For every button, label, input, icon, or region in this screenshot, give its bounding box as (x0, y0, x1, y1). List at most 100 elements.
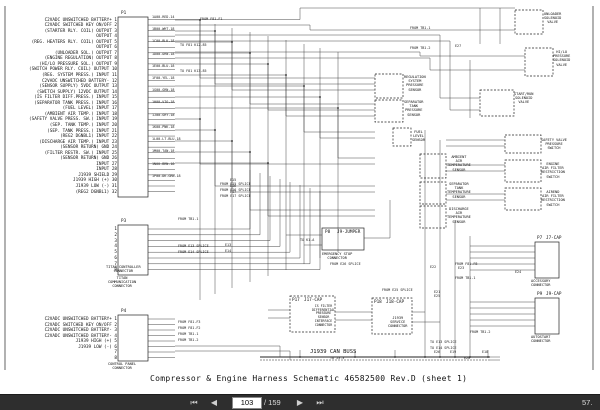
wire-code-label: 1C00-BLK-18 (152, 39, 175, 44)
p1-pin-label: C2VADC UNSWITCHED BATTERY+ 1 (44, 17, 117, 23)
p4-pin-label: 8 (114, 355, 117, 361)
splice-label: E24 (515, 270, 522, 274)
p1-pin-label: (REG. SYSTEM PRESS.) INPUT 11 (41, 73, 117, 78)
from-to-label: FROM F81-F8 (455, 262, 478, 266)
wire-code-label: 1G00-GRN-18 (152, 88, 175, 93)
p1-pin-label: (SWITCH POWER RLY. COIL) OUTPUT 10 (29, 67, 117, 73)
p1-pin-label: (DISCHARGE AIR TEMP.) INPUT 23 (39, 139, 117, 145)
prev-page-icon[interactable]: ◀ (210, 398, 218, 407)
first-page-icon[interactable]: ⏮ (190, 398, 198, 407)
from-to-label: FROM E17 SPLICE (220, 194, 251, 198)
splice-label: E21 (434, 290, 441, 294)
from-to-label: FROM E15 SPLICE (220, 182, 251, 186)
p1-pin-label: (REG2 DGNBL1) INPUT 22 (60, 134, 117, 140)
p3-connector-label: P3 (121, 219, 127, 224)
p1-pin-label: (SAFETY VALVE PRESS. SW.) INPUT 19 (29, 117, 117, 123)
p4-pin-label: C2VADC UNSWITCHED BATTERY+ 1 (44, 317, 117, 322)
from-to-label: FROM TB1-1 (410, 26, 431, 30)
engine-filter-switch-label: ENGINE AIR FILTER RESTRICTION SWITCH (541, 162, 565, 179)
from-to-label: TO K1-A (300, 238, 315, 242)
p4-pin-label: J1939 LOW (-) 6 (78, 344, 117, 350)
wire-code-label: 1A00-RED-14 (152, 15, 175, 19)
sep-tank-temp-sensor-label: SEPARATOR TANK TEMPERATURE SENSOR (447, 182, 471, 199)
p1-pin-label: (SENSOR RETURN) GND 26 (60, 156, 117, 162)
hi-lo-valve-label: HI/LO PRESSURE SOLENOID VALVE (553, 50, 571, 67)
wire-code-label: 1L00-LT.BLU-18 (152, 137, 181, 142)
wire-code-label: 1E00-BLU-18 (152, 63, 175, 68)
splice-label: E20 (464, 356, 471, 360)
control-panel-label: CONTROL PANEL CONNECTOR (108, 362, 137, 371)
wire-code-label: 1N00-BRN-18 (152, 161, 175, 166)
p4-pin-label: 7 (114, 350, 117, 355)
p1-pin-label: (REG2 DGNBL1) 32 (75, 189, 117, 195)
schematic-sheet: P1 P3 TITAN CONTROLLER CONNECTOR TITAN C… (4, 6, 594, 383)
p17-label: P17 (292, 298, 300, 303)
p1-pin-label: (STARTER RLY. COIL) OUTPUT 3 (44, 28, 117, 34)
p1-pin-label: (IS FILTER DIFF.PRESS.) INPUT 15 (34, 95, 117, 101)
wire-code-label: 1J00-GRY-18 (152, 112, 175, 117)
p3-pin-label: 3 (114, 238, 117, 244)
from-to-label: FROM E25 SPLICE (382, 288, 413, 292)
j1939-service-label: J1939 SERVICE CONNECTOR (388, 316, 408, 329)
emergency-stop-label: EMERGENCY STOP CONNECTOR (322, 252, 353, 261)
splice-label: E22 (430, 265, 437, 269)
from-to-label: FROM TB1-2 (178, 338, 199, 342)
page-total: / 159 (264, 398, 281, 407)
p1-pin-label: (SEPARATOR TANK PRESS.) INPUT 16 (34, 100, 117, 106)
from-to-label: TO F81 K13-85 (180, 69, 207, 73)
titan-comm-label: TITAN COMMUNICATION CONNECTOR (108, 276, 137, 289)
page-number-input[interactable]: 103 (232, 397, 262, 409)
splice-label: E27 (455, 44, 462, 48)
p3-pin-label: 5 (114, 250, 117, 256)
p7-label: P7 (537, 236, 543, 241)
p1-pin-label: J1939 HIGH (+) 30 (73, 178, 117, 184)
wire-code-label: 1P00-DK.GRN-18 (152, 173, 181, 178)
fuel-level-sensor-label: FUEL LEVEL SENSOR (412, 130, 425, 143)
p1-pin-label: INPUT 27 (96, 161, 117, 167)
from-to-label: TO E13 SPLICE (430, 340, 457, 344)
from-to-label: FROM F81-F1 (200, 17, 223, 21)
p1-pin-label: (AMBIENT AIR TEMP.) INPUT 18 (44, 111, 117, 117)
p3-pin-label: 1 (114, 227, 117, 232)
from-to-label: FROM F81-F2 (178, 326, 201, 330)
document-title: Compressor & Engine Harness Schematic 46… (150, 374, 468, 383)
next-page-icon[interactable]: ▶ (296, 398, 304, 407)
j17-cap-label: J17-CAP (304, 298, 323, 303)
diff-pressure-label: IS FILTER DIFFERENTIAL PRESSURE SENSOR I… (312, 304, 336, 327)
from-to-label: FROM E13 SPLICE (178, 244, 209, 248)
airend-filter-switch-label: AIREND AIR FILTER RESTRICTION SWITCH (541, 190, 565, 207)
p1-pin-label: (SENSOR SUPPLY) 5VDC OUTPUT 13 (39, 84, 117, 90)
p1-pin-label: (SENSOR RETURN) GND 24 (60, 145, 117, 151)
start-run-valve-label: START/RUN SOLENOID VALVE (514, 92, 534, 105)
p3-pin-label: 8 (114, 267, 117, 273)
from-to-label: TO J3-3 (330, 356, 345, 360)
p1-pin-label: (SEP. TANK PRESS.) INPUT 21 (47, 128, 117, 134)
wire-code-label: 1B00-WHT-18 (152, 27, 175, 32)
p1-pin-label: (UNLOADER SOL.) OUTPUT 7 (54, 50, 117, 56)
last-page-icon[interactable]: ⏭ (316, 398, 324, 407)
splice-label: E25 (434, 294, 441, 298)
schematic-drawing (4, 6, 594, 370)
discharge-temp-sensor-label: DISCHARGE AIR TEMPERATURE SENSOR (447, 207, 471, 224)
p3-pin-label: 2 (114, 232, 117, 238)
splice-label: E16 (230, 184, 237, 188)
p1-pin-label: (SEP. TANK TEMP.) INPUT 20 (49, 122, 117, 128)
p1-pin-label: J1939 LOW (-) 31 (75, 184, 117, 189)
from-to-label: TO E14 SPLICE (430, 346, 457, 350)
ambient-temp-sensor-label: AMBIENT AIR TEMPERATURE SENSOR (447, 155, 471, 172)
p1-pin-label: C2VADC SWITCHED KEY ON/OFF 2 (44, 23, 117, 29)
j7-cap-label: J7-CAP (546, 236, 562, 241)
p1-pin-label: (FUEL LEVEL) INPUT 17 (62, 106, 117, 112)
separator-tank-sensor-label: SEPARATOR TANK PRESSURE SENSOR (404, 100, 424, 117)
p1-pin-label: OUTPUT 4 (96, 34, 117, 40)
zoom-level[interactable]: 57. (582, 398, 593, 407)
p1-pin-label: (REG. HEATERS RLY. COIL) OUTPUT 5 (31, 39, 117, 45)
autostart-label: AUTOSTART CONNECTOR (531, 335, 551, 344)
p1-pin-label: (FILTER RESTR. SW.) INPUT 25 (44, 150, 117, 156)
p4-pin-label: C2VADC UNSWITCHED BATTERY- 4 (44, 333, 117, 339)
from-to-label: FROM E16 SPLICE (220, 188, 251, 192)
from-to-label: FROM TB1-1 (178, 332, 199, 336)
p3-pin-label: 6 (114, 256, 117, 261)
splice-label: E15 (230, 178, 237, 182)
p9-label: P9 (537, 292, 543, 297)
